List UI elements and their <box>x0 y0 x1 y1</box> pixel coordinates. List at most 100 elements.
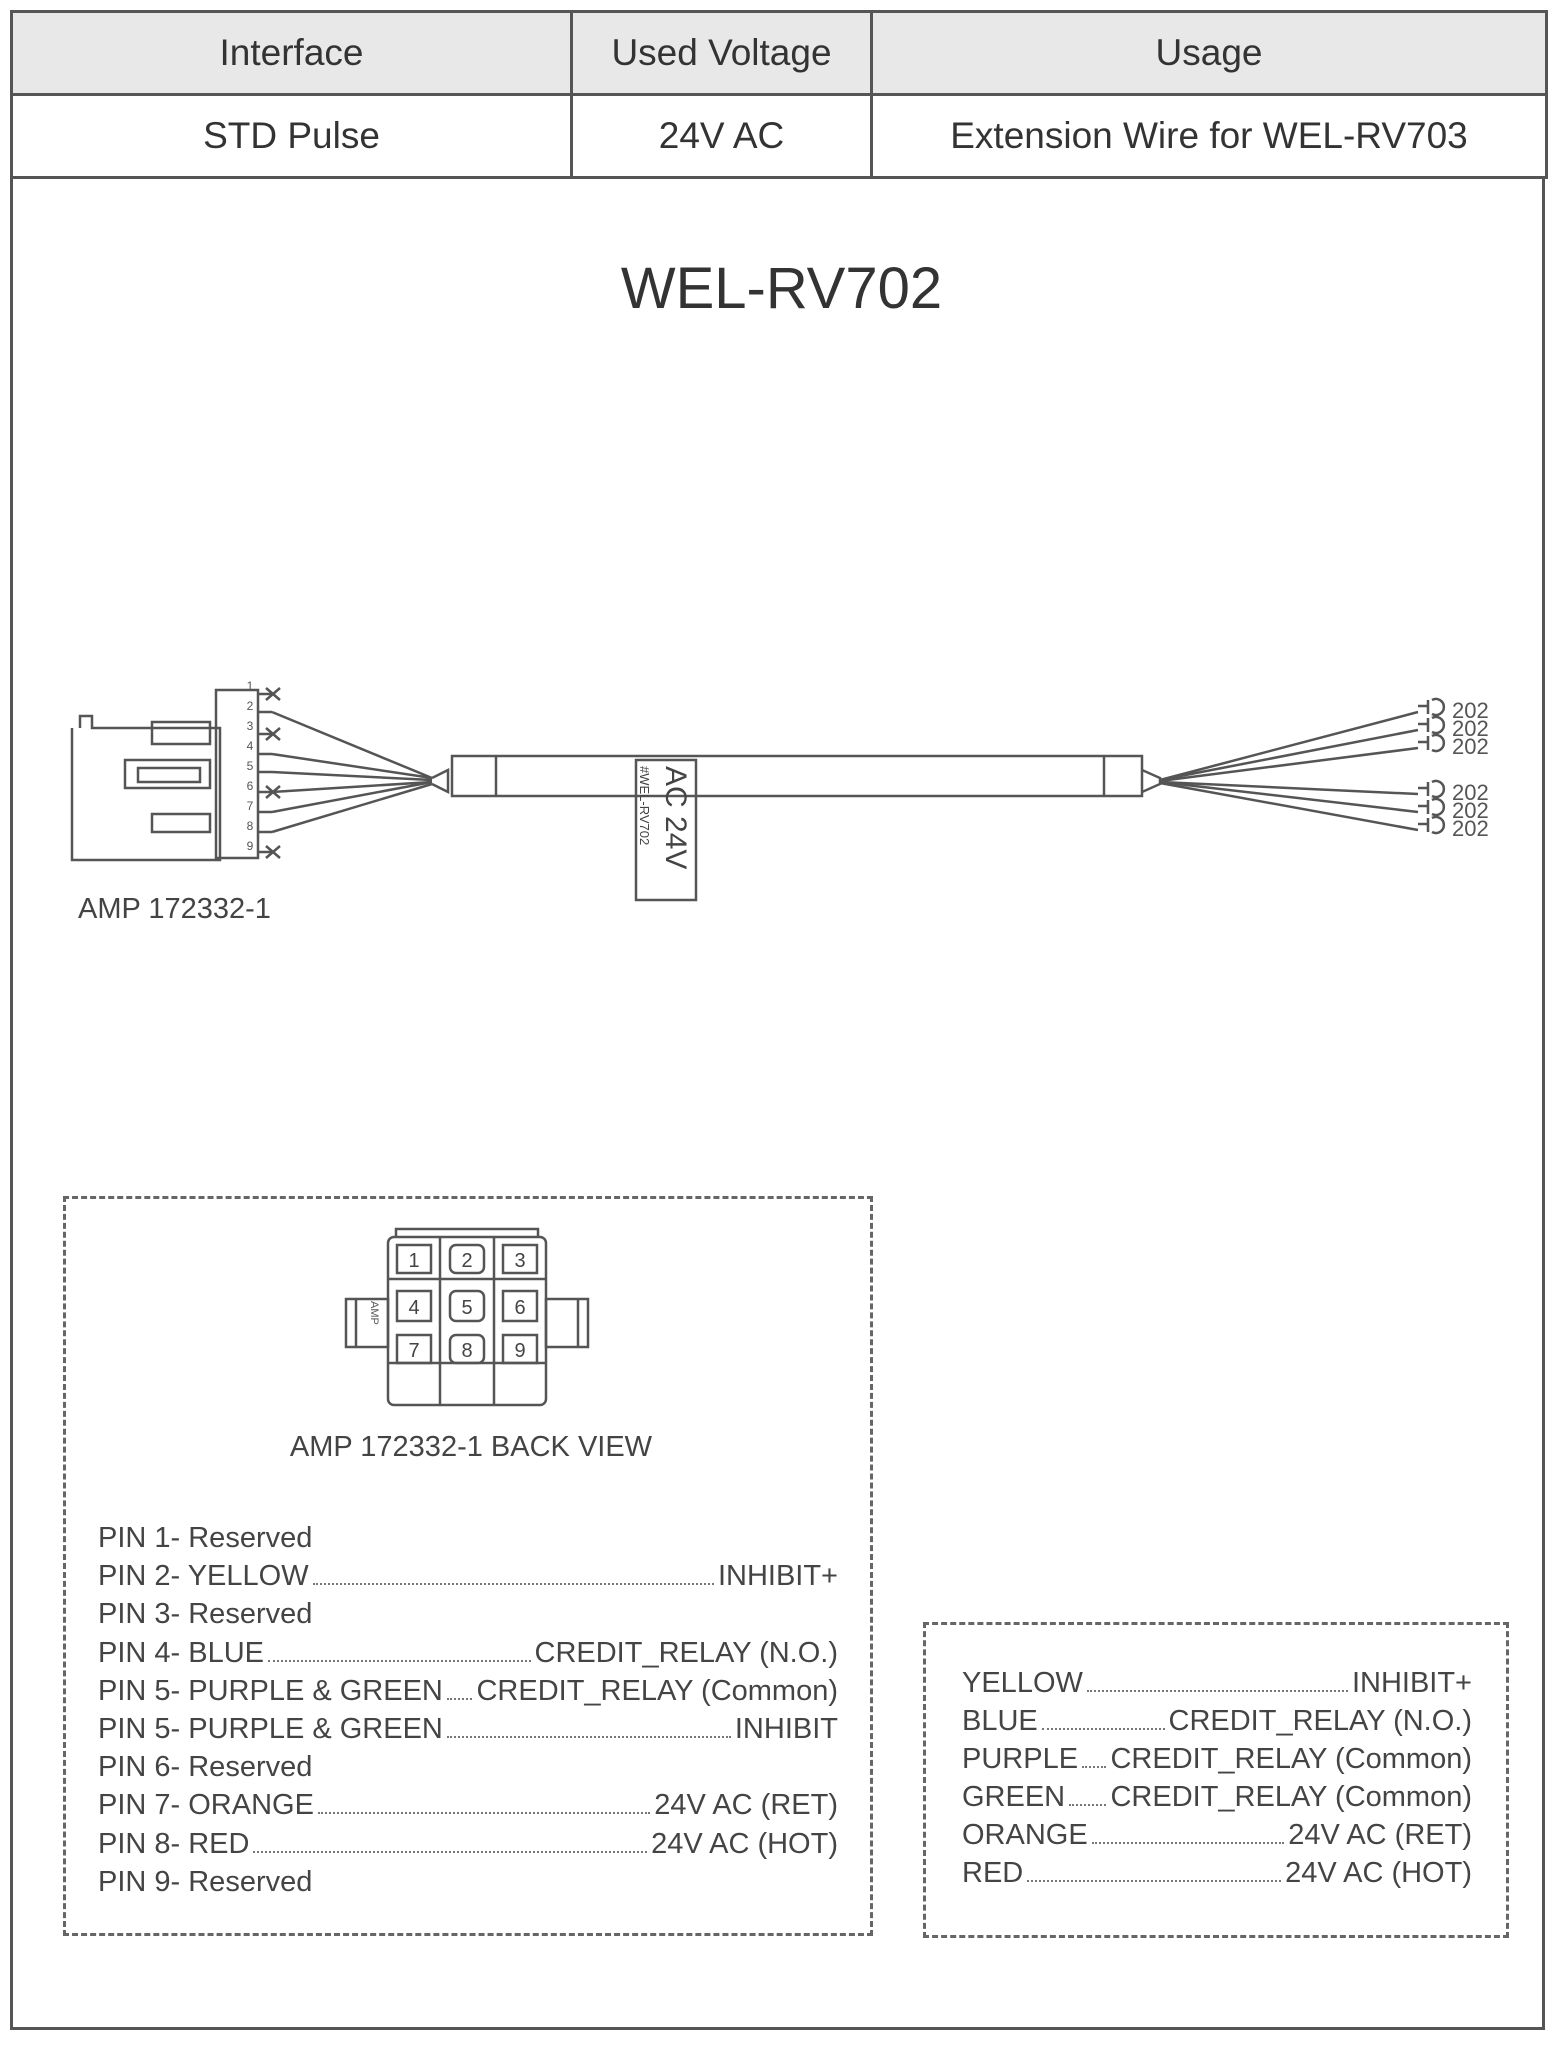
back-view-label: AMP 172332-1 BACK VIEW <box>289 1431 653 1463</box>
header-usage: Usage <box>870 10 1548 96</box>
wire-color: BLUE <box>962 1705 1038 1737</box>
back-pin-8: 8 <box>461 1340 472 1362</box>
leader-dots <box>1027 1880 1282 1882</box>
pin-name: PIN 5- PURPLE & GREEN <box>98 1674 443 1707</box>
back-view-tab-text: AMP <box>368 1301 380 1325</box>
x-mark-pin3 <box>265 727 281 741</box>
pin-name: PIN 6- Reserved <box>98 1751 313 1784</box>
wire-function: 24V AC (RET) <box>1288 1819 1472 1851</box>
pin-row: PIN 9- Reserved <box>98 1866 838 1904</box>
pin-row: PIN 3- Reserved <box>98 1598 838 1636</box>
pin-name: PIN 7- ORANGE <box>98 1789 314 1822</box>
terminal-label: 202 <box>1452 716 1489 741</box>
pinout-panel: 1 2 3 4 5 6 7 8 9 AMP AMP 172332-1 BACK … <box>63 1196 873 1936</box>
back-pin-6: 6 <box>514 1297 525 1319</box>
pin-number: 8 <box>247 819 254 833</box>
leader-dots <box>268 1659 531 1662</box>
leader-dots <box>1069 1804 1107 1806</box>
leader-dots <box>446 1735 731 1738</box>
wire-color: GREEN <box>962 1781 1066 1813</box>
wire-row: GREEN CREDIT_RELAY (Common) <box>962 1781 1472 1819</box>
pin-number: 1 <box>247 679 254 693</box>
connector-back-view: 1 2 3 4 5 6 7 8 9 AMP <box>344 1227 590 1407</box>
pin-number: 4 <box>247 739 254 753</box>
terminal-label: 202 <box>1452 798 1489 823</box>
pin-header <box>214 688 260 860</box>
pin-row: PIN 2- YELLOW INHIBIT+ <box>98 1560 838 1598</box>
back-pin-4: 4 <box>408 1297 419 1319</box>
pin-function: INHIBIT <box>734 1712 838 1745</box>
connector-lower-rail <box>150 812 212 834</box>
spec-header-row: Interface Used Voltage Usage <box>10 10 1548 96</box>
pin-name: PIN 8- RED <box>98 1827 250 1860</box>
pin-function: 24V AC (RET) <box>654 1789 838 1822</box>
connector-housing <box>70 714 222 862</box>
terminal-label: 202 <box>1452 734 1489 759</box>
pin-number: 7 <box>247 799 254 813</box>
connector-label: AMP 172332-1 <box>78 893 271 925</box>
pin-list: PIN 1- Reserved PIN 2- YELLOW INHIBIT+ PI… <box>98 1522 838 1904</box>
wire-function: 24V AC (HOT) <box>1285 1857 1472 1889</box>
wire-color: PURPLE <box>962 1743 1079 1775</box>
wire-function: INHIBIT+ <box>1351 1667 1472 1699</box>
pin-number: 6 <box>247 779 254 793</box>
pin-function: CREDIT_RELAY (N.O.) <box>534 1636 838 1669</box>
pin-name: PIN 9- Reserved <box>98 1865 313 1898</box>
leader-dots <box>446 1697 473 1700</box>
pin-row: PIN 1- Reserved <box>98 1522 838 1560</box>
header-used-voltage: Used Voltage <box>570 10 873 96</box>
pin-row: PIN 5- PURPLE & GREEN INHIBIT <box>98 1713 838 1751</box>
leader-dots <box>312 1583 714 1586</box>
leader-dots <box>1082 1766 1107 1768</box>
leader-dots <box>317 1812 651 1815</box>
cable-jacket <box>450 754 1144 798</box>
pin-row: PIN 6- Reserved <box>98 1751 838 1789</box>
pin-number: 5 <box>247 759 254 773</box>
leader-dots <box>1086 1690 1348 1692</box>
leader-dots <box>1041 1728 1165 1730</box>
value-usage: Extension Wire for WEL-RV703 <box>870 93 1548 179</box>
wire-color: YELLOW <box>962 1667 1083 1699</box>
leader-dots <box>1091 1842 1285 1844</box>
pin-function: INHIBIT+ <box>717 1560 838 1593</box>
wire-function: CREDIT_RELAY (Common) <box>1110 1781 1472 1813</box>
wire-row: YELLOW INHIBIT+ <box>962 1667 1472 1705</box>
terminal-label: 202 <box>1452 780 1489 805</box>
back-pin-9: 9 <box>514 1340 525 1362</box>
pin-name: PIN 4- BLUE <box>98 1636 264 1669</box>
pin-name: PIN 2- YELLOW <box>98 1560 309 1593</box>
back-pin-5: 5 <box>461 1297 472 1319</box>
connector-latch <box>150 720 212 746</box>
pin-number: 3 <box>247 719 254 733</box>
wire-function: CREDIT_RELAY (Common) <box>1110 1743 1472 1775</box>
spec-table: Interface Used Voltage Usage STD Pulse 2… <box>10 10 1548 179</box>
pin-row: PIN 4- BLUE CREDIT_RELAY (N.O.) <box>98 1637 838 1675</box>
pin-row: PIN 7- ORANGE 24V AC (RET) <box>98 1789 838 1827</box>
pin-number: 9 <box>247 839 254 853</box>
x-mark-pin1 <box>265 687 281 701</box>
pin-name: PIN 3- Reserved <box>98 1598 313 1631</box>
back-pin-7: 7 <box>408 1340 419 1362</box>
connector-latch-inner <box>123 758 212 790</box>
value-used-voltage: 24V AC <box>570 93 873 179</box>
back-pin-1: 1 <box>408 1250 419 1272</box>
terminal-label: 202 <box>1452 698 1489 723</box>
back-pin-2: 2 <box>461 1250 472 1272</box>
cable-sleeve <box>634 758 698 902</box>
terminal-label: 202 <box>1452 816 1489 841</box>
x-mark-pin9 <box>265 845 281 859</box>
connector-slot <box>136 766 202 784</box>
pin-name: PIN 5- PURPLE & GREEN <box>98 1712 443 1745</box>
ring-terminals <box>1418 697 1446 835</box>
header-interface: Interface <box>10 10 573 96</box>
spec-value-row: STD Pulse 24V AC Extension Wire for WEL-… <box>10 93 1548 179</box>
back-pin-3: 3 <box>514 1250 525 1272</box>
drawing-title: WEL-RV702 <box>620 256 943 321</box>
leader-dots <box>253 1850 648 1853</box>
